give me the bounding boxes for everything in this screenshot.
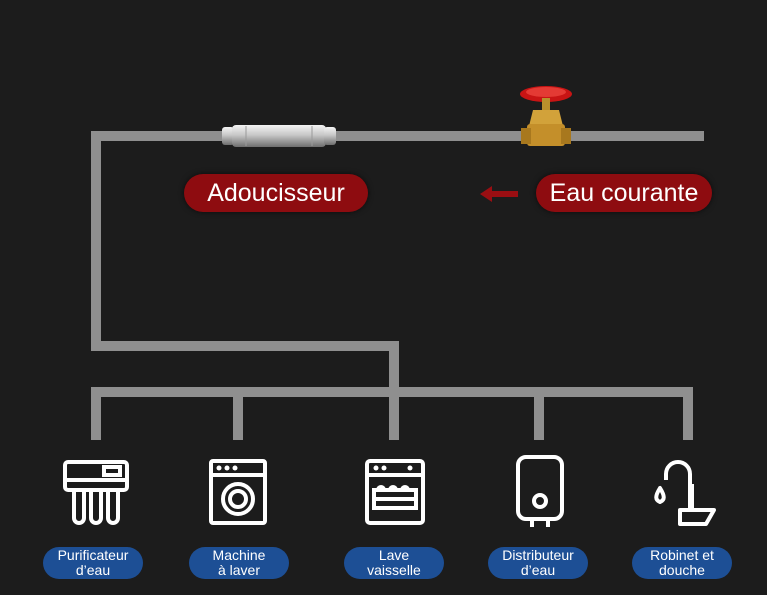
water-heater-icon <box>516 455 564 527</box>
water-purifier-icon <box>63 460 129 525</box>
appliance-label-faucet-shower: Robinet et douche <box>632 547 732 579</box>
faucet-icon <box>654 460 716 526</box>
softener-label: Adoucisseur <box>184 174 368 212</box>
softener-cartridge-icon <box>222 125 336 147</box>
gate-valve-icon <box>520 86 572 146</box>
tap-water-label: Eau courante <box>536 174 712 212</box>
appliance-label-washing-machine: Machine à laver <box>189 547 289 579</box>
dishwasher-icon <box>365 459 425 525</box>
appliance-label-dishwasher: Lave vaisselle <box>344 547 444 579</box>
appliance-label-water-dispenser: Distributeur d’eau <box>488 547 588 579</box>
appliance-label-purifier: Purificateur d’eau <box>43 547 143 579</box>
left-arrow-icon <box>480 186 518 202</box>
washing-machine-icon <box>209 459 267 525</box>
